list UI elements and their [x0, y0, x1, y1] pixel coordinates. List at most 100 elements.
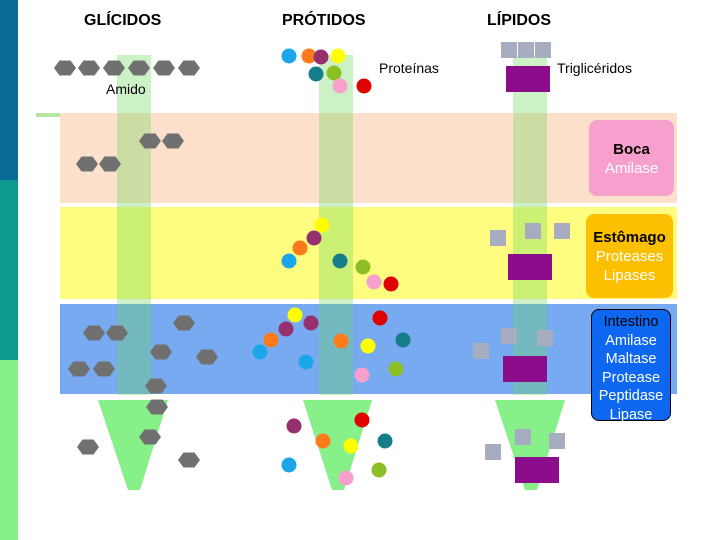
amino-acid-circle [372, 310, 388, 326]
glucose-hexagon [93, 361, 115, 377]
glucose-hexagons [54, 60, 218, 468]
glucose-hexagon [78, 60, 100, 76]
box-intestino: Intestino Amilase Maltase Protease Pepti… [591, 309, 671, 423]
glycerol-square [518, 42, 534, 58]
amino-acid-circle [354, 367, 370, 383]
header-glicidos: GLÍCIDOS [84, 12, 162, 29]
amino-acid-circle [332, 253, 348, 269]
glycerol-square [537, 330, 553, 346]
amino-acid-circle [314, 217, 330, 233]
glucose-hexagon [178, 60, 200, 76]
glycerol-square [501, 42, 517, 58]
amino-acid-circle [395, 332, 411, 348]
triglyceride-rectangle [515, 457, 559, 483]
amino-acid-circle [377, 433, 393, 449]
amino-acid-circle [298, 354, 314, 370]
glucose-hexagon [68, 361, 90, 377]
amino-acid-circle [330, 48, 346, 64]
glycerol-square [535, 42, 551, 58]
glycerol-square [554, 223, 570, 239]
boca-title: Boca [613, 141, 650, 158]
amino-acid-circle [338, 470, 354, 486]
amino-acid-circle [356, 78, 372, 94]
box-estomago: Estômago Proteases Lipases [586, 214, 673, 298]
estomago-enzyme-proteases: Proteases [595, 248, 664, 265]
glucose-hexagon [178, 452, 200, 468]
label-proteinas: Proteínas [379, 60, 439, 76]
glucose-hexagon [150, 344, 172, 360]
glycerol-square [525, 223, 541, 239]
amino-acid-circle [354, 412, 370, 428]
header-lipidos: LÍPIDOS [487, 12, 552, 29]
amino-acid-circle [332, 78, 348, 94]
side-bar-bottom [0, 360, 18, 540]
amino-acid-circle [333, 333, 349, 349]
amino-acid-circle [388, 361, 404, 377]
amino-acid-circle [263, 332, 279, 348]
amino-acid-circle [308, 66, 324, 82]
estomago-enzyme-lipases: Lipases [603, 267, 656, 284]
amino-acid-circle [281, 48, 297, 64]
triglyceride-rectangle [506, 66, 550, 92]
glucose-hexagon [139, 133, 161, 149]
triglyceride-rectangle [503, 356, 547, 382]
glycerol-square [515, 429, 531, 445]
glucose-hexagon [106, 325, 128, 341]
amino-acid-circle [301, 48, 317, 64]
amino-acid-circle [287, 307, 303, 323]
band-mouth [60, 113, 677, 203]
intestino-enzyme-lipase: Lipase [609, 406, 653, 423]
amino-acid-circle [306, 230, 322, 246]
amino-acid-circle [366, 274, 382, 290]
amino-acid-circle [281, 457, 297, 473]
amino-acid-circle [286, 418, 302, 434]
tube-glicidos [117, 55, 151, 395]
amino-acid-circle [303, 315, 319, 331]
amino-acid-circle [252, 344, 268, 360]
glucose-hexagon [99, 156, 121, 172]
glucose-hexagon [103, 60, 125, 76]
amino-acid-circle [292, 240, 308, 256]
tubes [117, 55, 547, 395]
triglyceride-rectangle [508, 254, 552, 280]
amino-acid-circle [355, 259, 371, 275]
glycerol-square [473, 343, 489, 359]
label-trigliceridos: Triglicéridos [557, 60, 632, 76]
amino-acid-circle [315, 433, 331, 449]
label-amido: Amido [106, 81, 146, 97]
glycerol-square [485, 444, 501, 460]
amino-acid-circle [383, 276, 399, 292]
glucose-hexagon [128, 60, 150, 76]
glucose-hexagon [173, 315, 195, 331]
estomago-title: Estômago [593, 229, 666, 246]
glucose-hexagon [54, 60, 76, 76]
side-bar-middle [0, 180, 18, 360]
glucose-hexagon [139, 429, 161, 445]
amino-acid-circle [371, 462, 387, 478]
amino-acid-circle [278, 321, 294, 337]
amino-acid-circle [360, 338, 376, 354]
glucose-hexagon [83, 325, 105, 341]
header-protidos: PRÓTIDOS [282, 12, 366, 29]
intestino-enzyme-protease: Protease [601, 369, 661, 386]
intestino-enzyme-maltase: Maltase [605, 351, 657, 367]
glucose-hexagon [76, 156, 98, 172]
glucose-hexagon [77, 439, 99, 455]
amino-acid-circle [313, 49, 329, 65]
boca-enzyme-amilase: Amilase [604, 160, 659, 177]
funnel-protidos [303, 400, 372, 490]
amino-acid-circle [326, 65, 342, 81]
glycerol-square [501, 328, 517, 344]
lipid-shapes [473, 42, 570, 483]
amino-acid-circle [343, 438, 359, 454]
glucose-hexagon [162, 133, 184, 149]
glucose-hexagon [146, 399, 168, 415]
glycerol-square [490, 230, 506, 246]
amino-acid-circles [252, 48, 411, 486]
intestino-enzyme-amilase: Amilase [605, 332, 657, 349]
intestino-enzyme-peptidase: Peptidase [598, 388, 664, 404]
glycerol-square [549, 433, 565, 449]
funnel-glicidos [98, 400, 168, 490]
